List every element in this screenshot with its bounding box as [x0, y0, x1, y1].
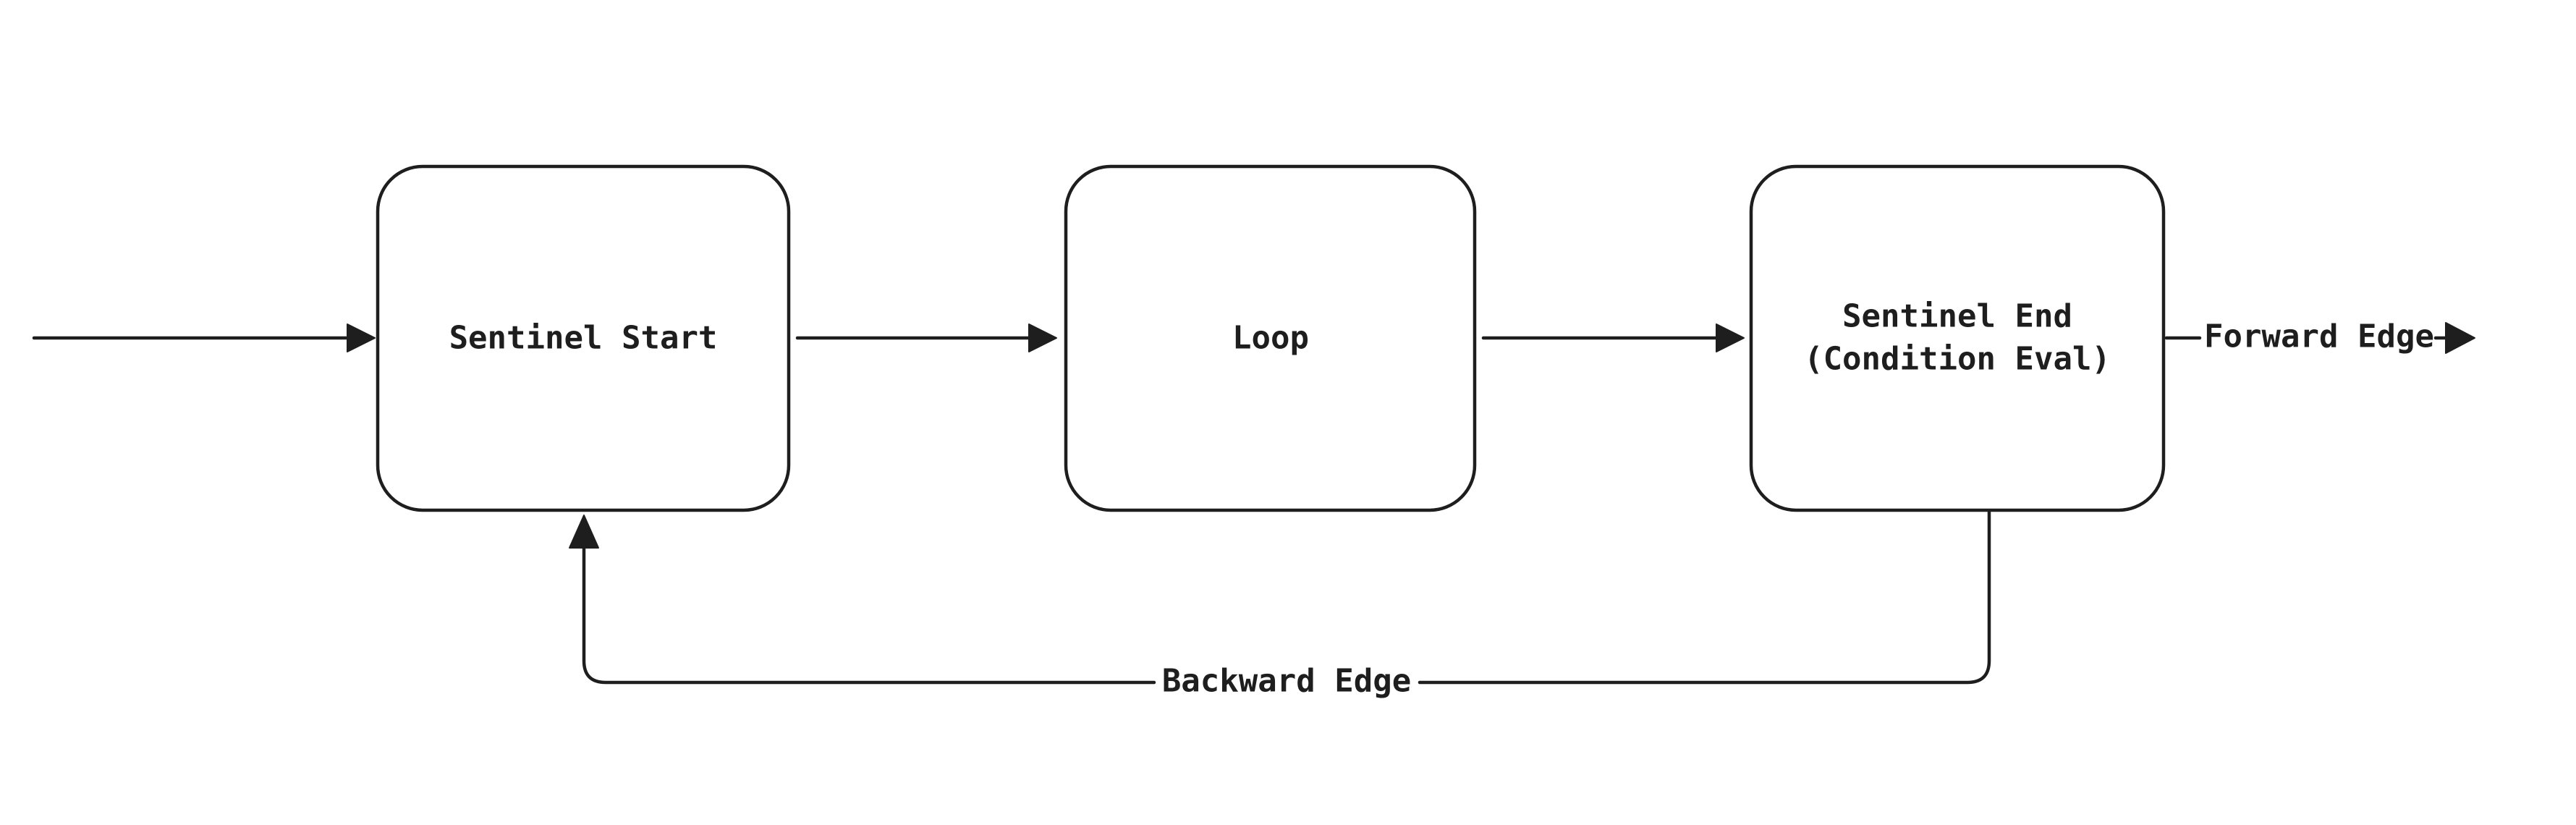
loop-to-end-arrowhead-right-icon: [1716, 323, 1745, 352]
node-loop-label: Loop: [1232, 320, 1309, 357]
forward-edge-arrowhead-right-icon: [2445, 322, 2475, 354]
node-loop-box: [1064, 164, 1477, 512]
backward-edge-label: Backward Edge: [1162, 663, 1411, 700]
node-sentinel-start-box: [376, 164, 791, 512]
entry-arrowhead-right-icon: [347, 323, 376, 352]
node-sentinel-end-label-line1: Sentinel End: [1842, 298, 2072, 335]
forward-edge-label: Forward Edge: [2204, 318, 2434, 355]
backward-edge-line-left: [582, 543, 1156, 685]
backward-edge-line-right: [1418, 510, 1991, 685]
node-sentinel-start-label: Sentinel Start: [449, 320, 718, 357]
node-sentinel-end-box: [1749, 164, 2166, 512]
node-sentinel-end-label-line2: (Condition Eval): [1804, 341, 2111, 378]
start-to-loop-arrowhead-right-icon: [1028, 323, 1057, 352]
backward-edge-arrowhead-up-icon: [569, 515, 599, 549]
